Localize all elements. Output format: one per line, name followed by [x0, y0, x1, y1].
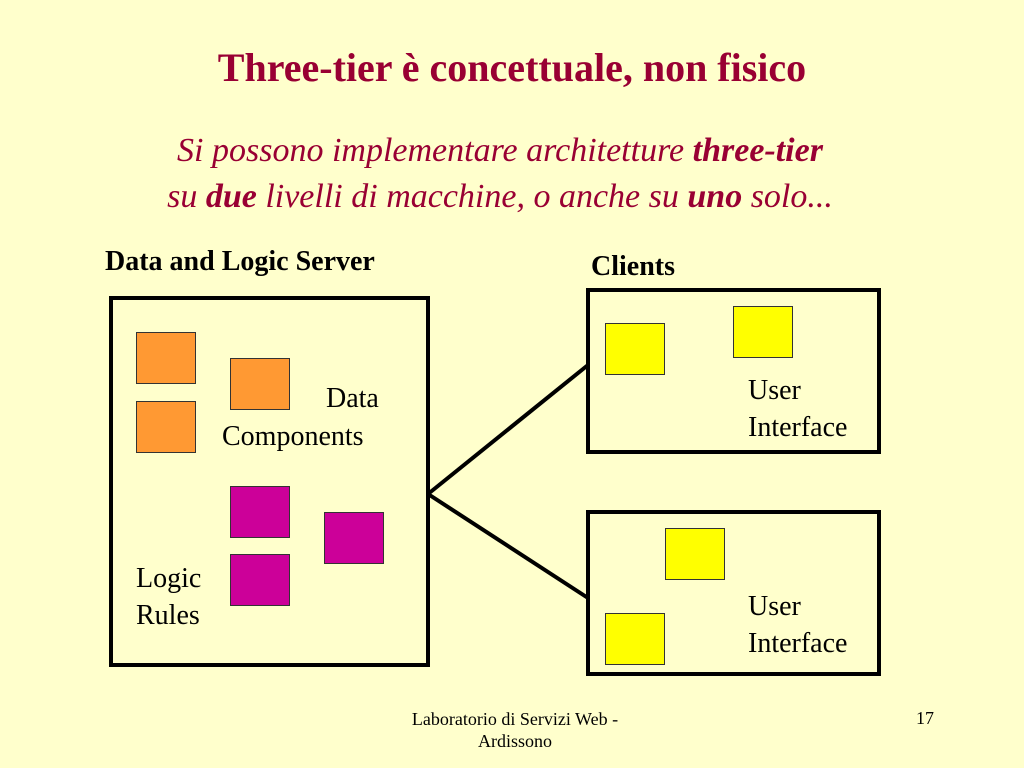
subtitle-line2-b: due — [205, 178, 257, 215]
footer-text: Laboratorio di Servizi Web - Ardissono — [380, 708, 650, 752]
subtitle-line-1: Si possono implementare architetture thr… — [0, 128, 1000, 174]
data-component-block — [136, 401, 196, 453]
data-label-line2: Components — [222, 421, 364, 452]
client-box-1 — [586, 288, 881, 454]
footer-line2: Ardissono — [477, 731, 552, 751]
logic-rule-block — [230, 554, 290, 606]
subtitle-line2-e: solo... — [742, 178, 833, 215]
user-interface-block — [605, 323, 665, 375]
logic-rule-block — [230, 486, 290, 538]
client2-label-line1: User — [748, 591, 801, 622]
user-interface-block — [733, 306, 793, 358]
data-label-line1: Data — [326, 383, 379, 414]
user-interface-block — [605, 613, 665, 665]
connector-line-bottom — [426, 492, 590, 600]
server-box — [109, 296, 430, 667]
connector-line-top — [426, 363, 590, 496]
subtitle-line2-c: livelli di macchine, o anche su — [256, 178, 688, 215]
client2-label-line2: Interface — [748, 628, 848, 659]
footer-line1: Laboratorio di Servizi Web - — [411, 709, 619, 729]
subtitle-line1-bold: three-tier — [692, 132, 823, 169]
slide-title: Three-tier è concettuale, non fisico — [217, 45, 807, 90]
slide-subtitle: Si possono implementare architetture thr… — [0, 128, 1000, 220]
clients-heading: Clients — [591, 251, 675, 282]
logic-rule-block — [324, 512, 384, 564]
logic-label-line1: Logic — [136, 563, 202, 594]
server-heading: Data and Logic Server — [105, 246, 375, 277]
logic-label-line2: Rules — [136, 600, 200, 631]
subtitle-line1-text: Si possono implementare architetture — [177, 132, 693, 169]
client-box-2 — [586, 510, 881, 676]
client1-label-line1: User — [748, 375, 801, 406]
subtitle-line2-a: su — [167, 178, 206, 215]
user-interface-block — [665, 528, 725, 580]
client1-label-line2: Interface — [748, 412, 848, 443]
data-component-block — [230, 358, 290, 410]
data-component-block — [136, 332, 196, 384]
page-number: 17 — [916, 708, 934, 728]
subtitle-line-2: su due livelli di macchine, o anche su u… — [0, 174, 1000, 220]
subtitle-line2-d: uno — [687, 178, 743, 215]
